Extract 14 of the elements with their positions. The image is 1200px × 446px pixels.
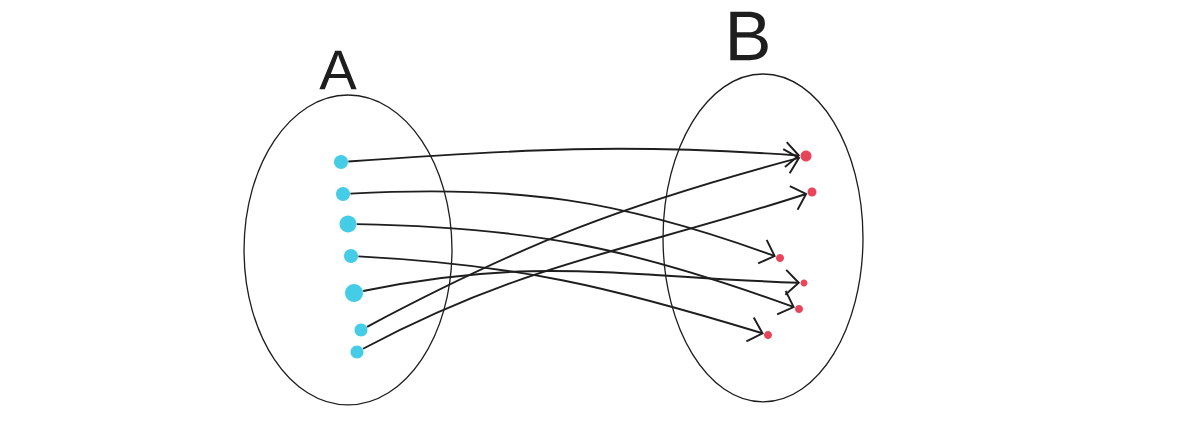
arrow <box>347 141 801 168</box>
dot <box>339 215 357 233</box>
dot <box>334 155 348 169</box>
set-label: B <box>730 11 768 61</box>
dot <box>336 187 350 201</box>
arrow <box>366 148 801 328</box>
set-label: A <box>319 50 357 90</box>
arrow <box>357 255 764 343</box>
dot <box>344 249 358 263</box>
arrow <box>362 268 801 296</box>
arrow <box>349 190 776 265</box>
arrow <box>362 185 808 350</box>
arrow <box>355 223 795 316</box>
dot <box>345 284 363 302</box>
